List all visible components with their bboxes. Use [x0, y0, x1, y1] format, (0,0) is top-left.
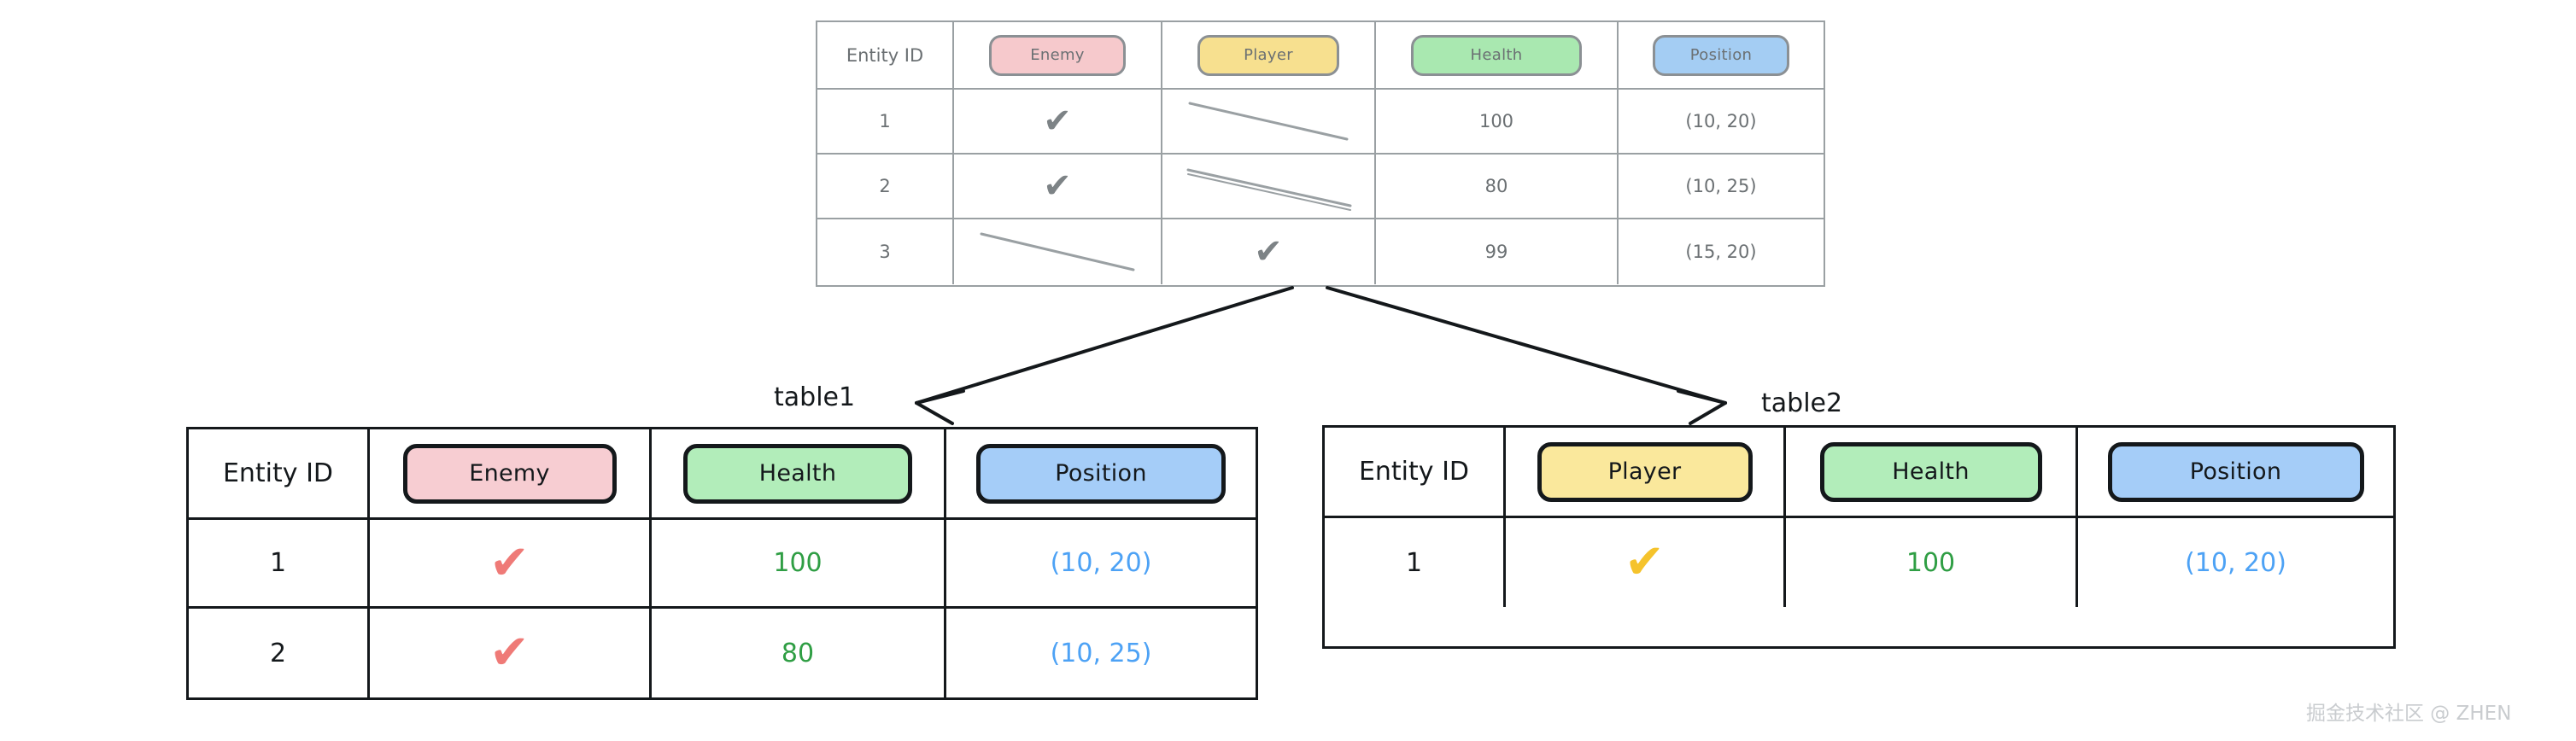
empty-slash-icon [1186, 168, 1352, 211]
value-entity-id: 1 [269, 548, 287, 578]
cell-health: 100 [1786, 518, 2078, 607]
value-entity-id: 1 [1405, 547, 1423, 578]
chip-enemy: Enemy [989, 34, 1126, 76]
cell-entity-id: 1 [189, 520, 370, 606]
chip-player: Player [1197, 34, 1339, 76]
header-cell-health: Health [652, 429, 946, 517]
label-table1: table1 [774, 382, 856, 412]
table-header-row: Entity ID Enemy Health Position [189, 429, 1256, 520]
header-cell-position: Position [2078, 428, 2393, 516]
header-cell-entity-id: Entity ID [189, 429, 370, 517]
header-cell-enemy: Enemy [954, 22, 1162, 88]
chip-health: Health [683, 443, 912, 504]
value-entity-id: 3 [879, 242, 891, 262]
header-cell-entity-id: Entity ID [1325, 428, 1506, 516]
check-icon: ✔ [1625, 534, 1665, 590]
value-health: 80 [1484, 176, 1508, 196]
cell-player [1162, 155, 1376, 218]
value-health: 100 [1906, 547, 1956, 578]
value-entity-id: 2 [879, 176, 891, 196]
header-cell-entity-id: Entity ID [817, 22, 954, 88]
cell-player: ✔ [1506, 518, 1786, 607]
table-row: 1 ✔ 100 (10, 20) [1325, 518, 2393, 607]
table-row: 2 ✔ 80 (10, 25) [189, 609, 1256, 697]
value-position: (15, 20) [1685, 242, 1757, 262]
cell-position: (10, 25) [946, 609, 1256, 697]
header-label-entity-id: Entity ID [1358, 457, 1470, 487]
value-health: 100 [773, 548, 823, 578]
table-row: 1 ✔ 100 (10, 20) [817, 90, 1824, 155]
cell-enemy: ✔ [370, 520, 652, 606]
check-icon: ✔ [1043, 102, 1072, 141]
value-position: (10, 20) [1050, 548, 1152, 578]
value-health: 100 [1478, 111, 1514, 131]
cell-entity-id: 1 [1325, 518, 1506, 607]
check-icon: ✔ [1043, 166, 1072, 206]
cell-position: (15, 20) [1619, 219, 1824, 284]
header-cell-health: Health [1786, 428, 2078, 516]
value-position: (10, 25) [1050, 638, 1152, 668]
cell-enemy [954, 219, 1162, 284]
header-cell-health: Health [1376, 22, 1619, 88]
header-cell-enemy: Enemy [370, 429, 652, 517]
cell-health: 80 [1376, 155, 1619, 218]
check-icon: ✔ [489, 625, 530, 680]
table-header-row: Entity ID Enemy Player Health Position [817, 22, 1824, 90]
cell-position: (10, 25) [1619, 155, 1824, 218]
header-cell-position: Position [1619, 22, 1824, 88]
empty-slash-icon [980, 232, 1135, 271]
cell-position: (10, 20) [1619, 90, 1824, 153]
value-position: (10, 25) [1685, 176, 1757, 196]
value-entity-id: 1 [879, 111, 891, 131]
cell-enemy: ✔ [954, 155, 1162, 218]
cell-health: 100 [1376, 90, 1619, 153]
header-label-entity-id: Entity ID [846, 44, 924, 66]
cell-entity-id: 3 [817, 219, 954, 284]
arrow-to-table1 [915, 286, 1294, 425]
header-label-entity-id: Entity ID [222, 458, 334, 488]
cell-health: 99 [1376, 219, 1619, 284]
check-icon: ✔ [489, 534, 530, 591]
table-row: 3 ✔ 99 (15, 20) [817, 219, 1824, 284]
header-cell-player: Player [1162, 22, 1376, 88]
value-entity-id: 2 [269, 638, 287, 668]
check-icon: ✔ [1254, 232, 1283, 271]
table-row: 1 ✔ 100 (10, 20) [189, 520, 1256, 609]
cell-position: (10, 20) [2078, 518, 2393, 607]
cell-entity-id: 2 [189, 609, 370, 697]
chip-enemy: Enemy [402, 443, 617, 504]
table-row: 2 ✔ 80 (10, 25) [817, 155, 1824, 219]
value-position: (10, 20) [1685, 111, 1757, 131]
chip-position: Position [976, 443, 1226, 504]
cell-health: 80 [652, 609, 946, 697]
table1: Entity ID Enemy Health Position 1 ✔ 100 [186, 427, 1258, 700]
source-entity-table: Entity ID Enemy Player Health Position 1… [816, 20, 1825, 287]
table-header-row: Entity ID Player Health Position [1325, 428, 2393, 518]
cell-player: ✔ [1162, 219, 1376, 284]
chip-health: Health [1411, 34, 1582, 76]
empty-slash-icon [1188, 102, 1349, 141]
table2: Entity ID Player Health Position 1 ✔ 100 [1322, 425, 2396, 649]
cell-player [1162, 90, 1376, 153]
cell-entity-id: 1 [817, 90, 954, 153]
watermark: 掘金技术社区 @ ZHEN [2306, 703, 2512, 725]
cell-position: (10, 20) [946, 520, 1256, 606]
header-cell-position: Position [946, 429, 1256, 517]
chip-player: Player [1537, 441, 1753, 502]
value-health: 80 [781, 638, 815, 668]
value-health: 99 [1484, 242, 1508, 262]
chip-position: Position [2107, 441, 2364, 502]
chip-position: Position [1653, 34, 1789, 76]
cell-health: 100 [652, 520, 946, 606]
header-cell-player: Player [1506, 428, 1786, 516]
cell-enemy: ✔ [954, 90, 1162, 153]
chip-health: Health [1819, 441, 2042, 502]
label-table2: table2 [1761, 388, 1843, 418]
value-position: (10, 20) [2185, 547, 2286, 578]
cell-entity-id: 2 [817, 155, 954, 218]
arrow-to-table2 [1326, 286, 1727, 425]
cell-enemy: ✔ [370, 609, 652, 697]
